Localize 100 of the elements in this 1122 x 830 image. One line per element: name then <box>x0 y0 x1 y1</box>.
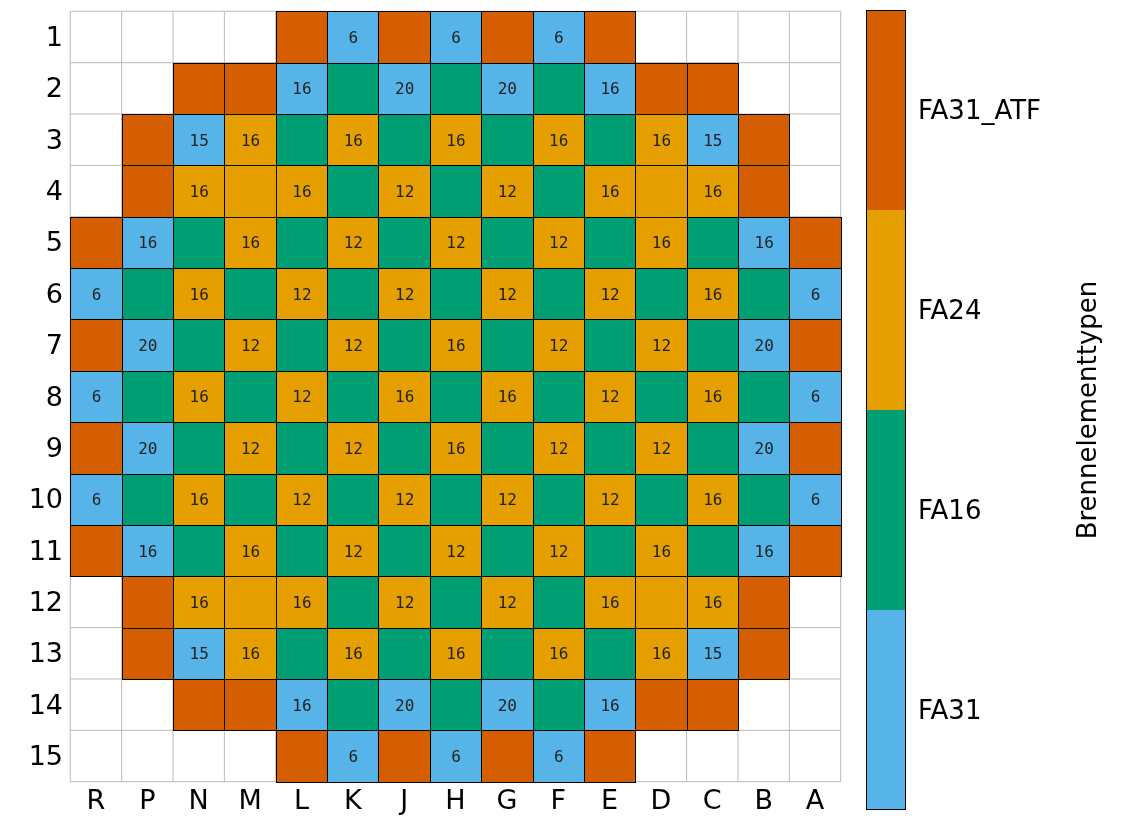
core-position-cell <box>378 319 431 372</box>
core-position-cell: 16 <box>429 422 483 475</box>
row-number: 7 <box>45 331 63 359</box>
core-position-cell <box>737 114 791 167</box>
core-position-cell <box>378 216 431 270</box>
core-position-cell <box>173 422 226 475</box>
row-number: 5 <box>45 228 63 256</box>
core-position-cell <box>737 268 791 321</box>
core-position-cell <box>429 268 483 321</box>
core-position-cell: 16 <box>532 114 585 167</box>
core-position-cell: 12 <box>327 319 380 372</box>
core-position-cell <box>481 11 534 64</box>
column-letter: J <box>400 786 409 813</box>
core-position-cell: 16 <box>481 370 534 424</box>
core-position-cell: 12 <box>481 473 534 526</box>
legend-label: FA16 <box>918 497 982 523</box>
core-position-cell: 16 <box>173 473 226 526</box>
core-position-cell: 6 <box>327 11 380 64</box>
core-position-cell: 16 <box>635 216 688 270</box>
core-position-cell <box>583 114 637 167</box>
core-position-cell: 16 <box>378 370 431 424</box>
core-position-cell: 20 <box>481 62 534 115</box>
core-position-cell <box>275 730 329 783</box>
core-position-cell <box>635 62 688 115</box>
core-position-cell <box>686 422 739 475</box>
core-position-cell <box>121 114 174 167</box>
core-position-cell <box>583 730 637 783</box>
core-position-cell <box>789 422 842 475</box>
core-position-cell: 16 <box>224 216 277 270</box>
core-position-cell <box>173 319 226 372</box>
core-position-cell <box>378 627 431 680</box>
row-number: 9 <box>45 433 63 461</box>
core-position-cell: 6 <box>532 730 585 783</box>
core-position-cell: 12 <box>378 268 431 321</box>
core-position-cell: 20 <box>121 319 174 372</box>
core-position-cell <box>532 576 585 629</box>
core-position-cell: 12 <box>635 422 688 475</box>
core-position-cell <box>635 165 688 218</box>
core-position-cell: 16 <box>224 524 277 578</box>
column-letter: F <box>550 786 566 813</box>
core-position-cell <box>737 576 791 629</box>
core-position-cell: 16 <box>635 524 688 578</box>
core-position-cell: 20 <box>378 62 431 115</box>
core-position-cell <box>583 11 637 64</box>
column-letter: K <box>343 786 362 813</box>
core-position-cell: 16 <box>583 165 637 218</box>
legend-label: FA31 <box>918 697 982 723</box>
core-position-cell: 16 <box>583 576 637 629</box>
core-position-cell <box>173 678 226 732</box>
legend-label: FA31_ATF <box>918 97 1042 123</box>
core-position-cell: 12 <box>583 268 637 321</box>
core-position-cell: 12 <box>327 524 380 578</box>
core-position-cell: 16 <box>429 114 483 167</box>
core-position-cell <box>121 268 174 321</box>
core-position-cell <box>121 576 174 629</box>
core-position-cell: 16 <box>635 114 688 167</box>
core-position-cell: 16 <box>327 114 380 167</box>
core-position-cell <box>737 165 791 218</box>
core-position-cell: 6 <box>70 370 123 424</box>
core-position-cell <box>583 319 637 372</box>
core-position-cell <box>789 216 842 270</box>
core-position-cell <box>224 165 277 218</box>
core-position-cell: 12 <box>378 576 431 629</box>
core-position-cell <box>275 319 329 372</box>
core-position-cell: 16 <box>635 627 688 680</box>
core-position-cell <box>635 268 688 321</box>
core-position-cell: 12 <box>481 165 534 218</box>
row-number: 14 <box>28 690 63 718</box>
core-position-cell <box>532 268 585 321</box>
core-position-cell <box>327 62 380 115</box>
core-position-cell <box>532 473 585 526</box>
core-position-cell <box>173 216 226 270</box>
core-position-cell: 16 <box>173 165 226 218</box>
core-position-cell <box>121 165 174 218</box>
core-position-cell: 6 <box>532 11 585 64</box>
column-letter: R <box>86 786 106 813</box>
core-position-cell: 12 <box>532 319 585 372</box>
core-position-cell <box>789 319 842 372</box>
row-number: 1 <box>45 22 63 50</box>
core-position-cell <box>224 678 277 732</box>
core-position-cell <box>378 730 431 783</box>
core-position-cell <box>224 268 277 321</box>
core-position-cell: 16 <box>173 370 226 424</box>
core-position-cell: 12 <box>378 165 431 218</box>
core-position-cell: 12 <box>275 268 329 321</box>
core-position-cell <box>789 524 842 578</box>
core-position-cell <box>173 62 226 115</box>
core-position-cell: 20 <box>481 678 534 732</box>
core-position-cell <box>429 576 483 629</box>
core-position-cell <box>378 114 431 167</box>
core-position-cell <box>481 114 534 167</box>
column-letter: G <box>496 786 518 813</box>
core-position-cell <box>327 473 380 526</box>
core-position-cell: 12 <box>327 216 380 270</box>
row-number: 15 <box>28 742 63 769</box>
core-position-cell <box>70 216 123 270</box>
core-position-cell <box>481 524 534 578</box>
core-position-cell <box>327 268 380 321</box>
legend-label: FA24 <box>918 297 982 323</box>
core-position-cell: 6 <box>789 268 842 321</box>
